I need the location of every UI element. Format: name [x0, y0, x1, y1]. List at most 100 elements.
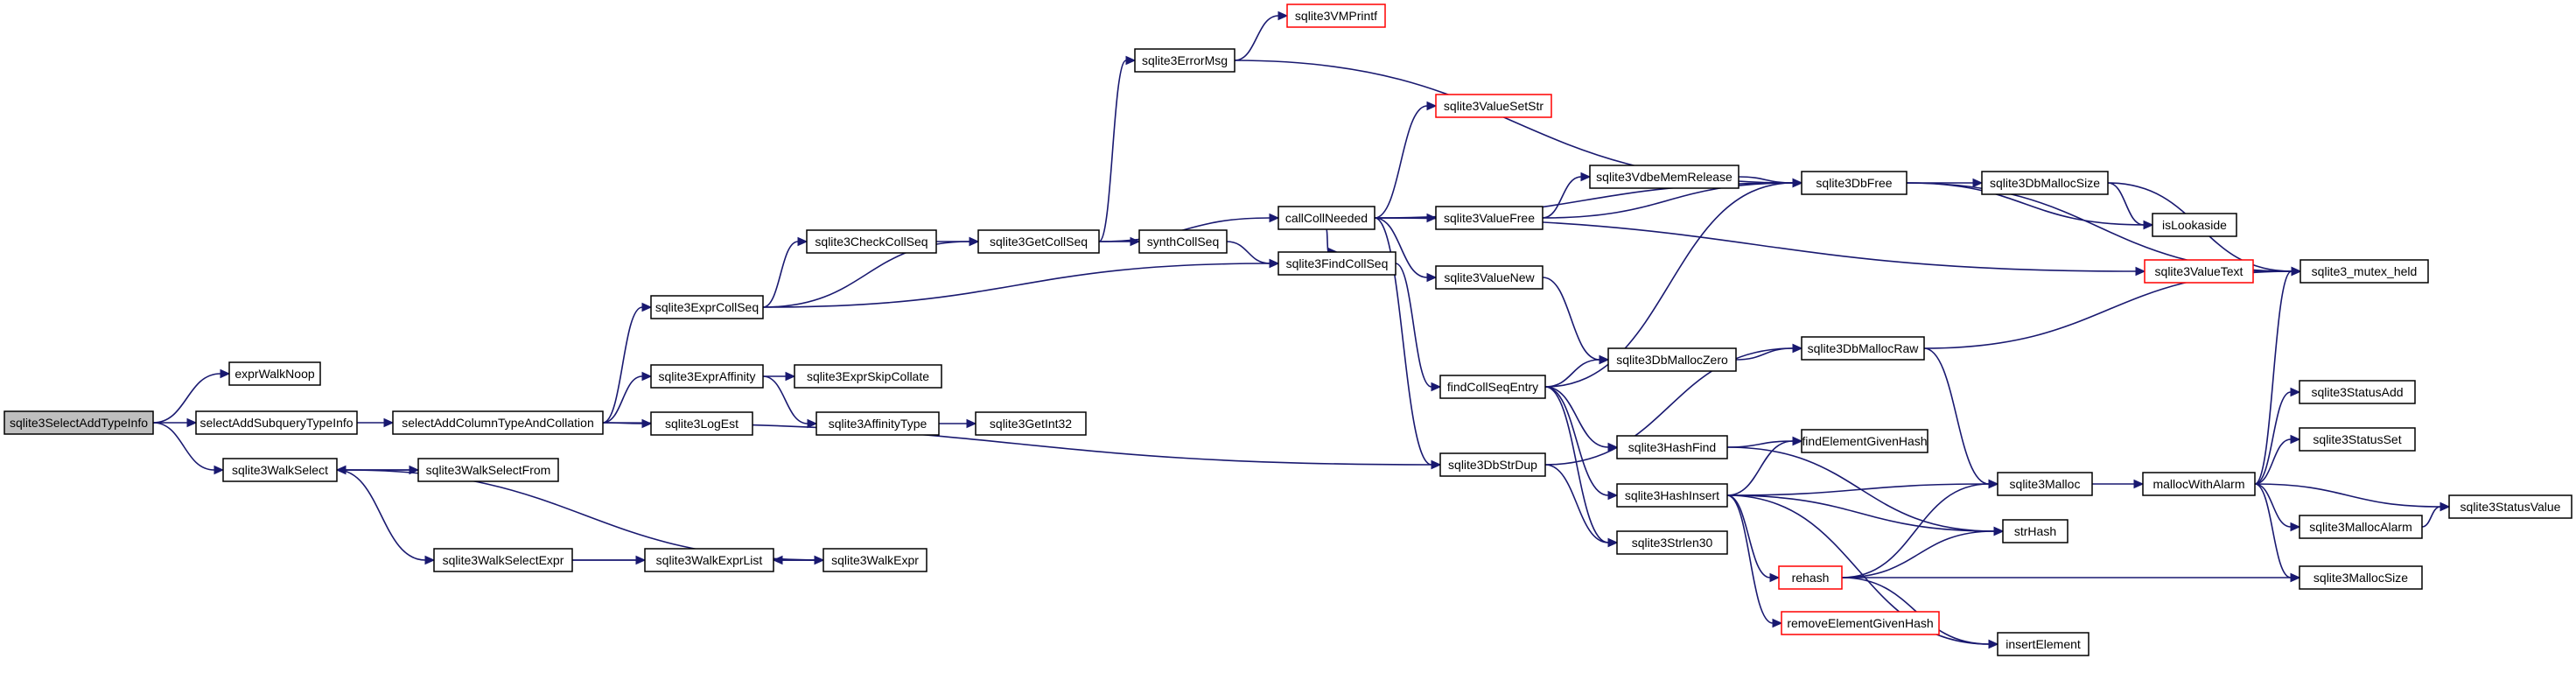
- node-label: sqlite3WalkSelectExpr: [443, 553, 564, 567]
- node-check-coll-seq[interactable]: sqlite3CheckCollSeq: [806, 229, 937, 254]
- node-label: sqlite3MallocSize: [2314, 571, 2408, 585]
- node-label: sqlite3DbStrDup: [1448, 458, 1537, 472]
- node-box: [1801, 171, 1908, 195]
- node-strlen30[interactable]: sqlite3Strlen30: [1616, 530, 1728, 555]
- node-label: sqlite3VdbeMemRelease: [1596, 170, 1732, 184]
- node-value-new[interactable]: sqlite3ValueNew: [1435, 265, 1544, 290]
- node-walk-select[interactable]: sqlite3WalkSelect: [222, 458, 338, 482]
- node-status-add[interactable]: sqlite3StatusAdd: [2299, 380, 2416, 404]
- node-select-add-subquery[interactable]: selectAddSubqueryTypeInfo: [195, 410, 358, 435]
- node-label: sqlite3DbMallocZero: [1616, 353, 1728, 367]
- node-label: sqlite3StatusSet: [2313, 432, 2401, 446]
- node-is-lookaside[interactable]: isLookaside: [2152, 213, 2237, 237]
- edge-rehash-to-insert-element: [1841, 577, 1999, 649]
- node-label: selectAddSubqueryTypeInfo: [200, 416, 353, 430]
- node-insert-element[interactable]: insertElement: [1997, 632, 2090, 656]
- call-graph-nodes: sqlite3SelectAddTypeInfo exprWalkNoop sele…: [4, 4, 2572, 656]
- node-coll-needed[interactable]: callCollNeeded: [1278, 206, 1376, 230]
- node-expr-walk-noop[interactable]: exprWalkNoop: [228, 361, 321, 386]
- node-select-add-type-info[interactable]: sqlite3SelectAddTypeInfo: [4, 410, 154, 435]
- edge-coll-needed-to-value-new: [1374, 217, 1438, 283]
- node-get-coll-seq[interactable]: sqlite3GetCollSeq: [977, 229, 1100, 254]
- node-expr-coll-seq[interactable]: sqlite3ExprCollSeq: [650, 295, 764, 319]
- node-label: sqlite3Malloc: [2010, 477, 2081, 491]
- node-hash-find[interactable]: sqlite3HashFind: [1616, 435, 1728, 459]
- node-expr-affinity[interactable]: sqlite3ExprAffinity: [650, 364, 764, 389]
- node-label: sqlite3_mutex_held: [2312, 264, 2418, 278]
- node-malloc-with-alarm[interactable]: mallocWithAlarm: [2142, 472, 2256, 496]
- edge-select-add-subquery-to-select-add-column: [356, 417, 395, 428]
- node-box: [1435, 94, 1552, 118]
- node-hash-insert[interactable]: sqlite3HashInsert: [1616, 483, 1728, 508]
- node-box: [1616, 483, 1728, 508]
- node-rehash[interactable]: rehash: [1778, 565, 1843, 590]
- node-box: [2152, 213, 2237, 237]
- node-label: sqlite3SelectAddTypeInfo: [10, 416, 148, 430]
- edge-value-free-to-vdbe-mem-release: [1542, 172, 1592, 219]
- node-status-value[interactable]: sqlite3StatusValue: [2448, 494, 2572, 519]
- node-box: [644, 548, 774, 572]
- node-label: synthCollSeq: [1147, 235, 1220, 249]
- node-box: [650, 411, 753, 436]
- node-label: sqlite3ValueNew: [1444, 270, 1535, 284]
- node-select-add-column[interactable]: selectAddColumnTypeAndCollation: [392, 410, 604, 435]
- edge-db-malloc-zero-to-db-malloc-raw: [1735, 343, 1803, 361]
- node-log-est[interactable]: sqlite3LogEst: [650, 411, 753, 436]
- node-vdbe-mem-release[interactable]: sqlite3VdbeMemRelease: [1589, 165, 1740, 189]
- node-label: sqlite3HashInsert: [1625, 488, 1719, 502]
- edge-select-add-type-info-to-expr-walk-noop: [152, 368, 231, 424]
- node-db-malloc-raw[interactable]: sqlite3DbMallocRaw: [1801, 336, 1925, 361]
- node-box: [1607, 347, 1737, 372]
- node-get-int32[interactable]: sqlite3GetInt32: [975, 411, 1087, 436]
- node-value-text[interactable]: sqlite3ValueText: [2144, 259, 2254, 284]
- node-box: [1778, 565, 1843, 590]
- node-find-coll-seq[interactable]: sqlite3FindCollSeq: [1278, 251, 1396, 276]
- node-remove-element[interactable]: removeElementGivenHash: [1781, 611, 1940, 635]
- node-walk-select-from[interactable]: sqlite3WalkSelectFrom: [417, 458, 559, 482]
- node-expr-skip-collate[interactable]: sqlite3ExprSkipCollate: [794, 364, 942, 389]
- node-db-malloc-zero[interactable]: sqlite3DbMallocZero: [1607, 347, 1737, 372]
- node-box: [195, 410, 358, 435]
- node-box: [1616, 530, 1728, 555]
- node-db-malloc-size[interactable]: sqlite3DbMallocSize: [1981, 171, 2109, 195]
- node-affinity-type[interactable]: sqlite3AffinityType: [816, 411, 940, 436]
- node-value-free[interactable]: sqlite3ValueFree: [1435, 206, 1544, 230]
- node-mutex-held[interactable]: sqlite3_mutex_held: [2300, 259, 2429, 284]
- node-label: sqlite3WalkExpr: [831, 553, 919, 567]
- node-value-set-str[interactable]: sqlite3ValueSetStr: [1435, 94, 1552, 118]
- node-malloc-alarm[interactable]: sqlite3MallocAlarm: [2299, 515, 2423, 539]
- node-box: [433, 548, 573, 572]
- node-box: [2300, 259, 2429, 284]
- node-status-set[interactable]: sqlite3StatusSet: [2299, 427, 2416, 452]
- node-label: sqlite3ValueSetStr: [1444, 99, 1544, 113]
- node-walk-expr-list[interactable]: sqlite3WalkExprList: [644, 548, 774, 572]
- node-malloc-size[interactable]: sqlite3MallocSize: [2299, 565, 2423, 590]
- node-box: [1435, 206, 1544, 230]
- node-label: rehash: [1792, 571, 1830, 585]
- node-walk-select-expr[interactable]: sqlite3WalkSelectExpr: [433, 548, 573, 572]
- node-label: sqlite3ValueText: [2155, 264, 2244, 278]
- node-synth-coll-seq[interactable]: synthCollSeq: [1138, 229, 1228, 254]
- edge-malloc-with-alarm-to-status-value: [2254, 483, 2451, 512]
- edge-db-str-dup-to-strlen30: [1544, 464, 1619, 548]
- node-find-element-given-hash[interactable]: findElementGivenHash: [1801, 429, 1928, 453]
- node-walk-expr[interactable]: sqlite3WalkExpr: [822, 548, 928, 572]
- node-label: sqlite3StatusAdd: [2311, 385, 2403, 399]
- node-box: [2002, 519, 2068, 543]
- node-label: exprWalkNoop: [234, 367, 315, 381]
- node-malloc[interactable]: sqlite3Malloc: [1997, 472, 2093, 496]
- node-box: [1439, 452, 1546, 477]
- node-vmprintf[interactable]: sqlite3VMPrintf: [1286, 4, 1386, 28]
- node-box: [1435, 265, 1544, 290]
- node-str-hash[interactable]: strHash: [2002, 519, 2068, 543]
- node-db-free[interactable]: sqlite3DbFree: [1801, 171, 1908, 195]
- node-label: sqlite3LogEst: [665, 417, 738, 431]
- node-db-str-dup[interactable]: sqlite3DbStrDup: [1439, 452, 1546, 477]
- node-label: findCollSeqEntry: [1447, 380, 1538, 394]
- node-error-msg[interactable]: sqlite3ErrorMsg: [1134, 48, 1236, 73]
- edge-rehash-to-str-hash: [1841, 526, 2005, 578]
- node-box: [1997, 632, 2090, 656]
- edge-db-malloc-size-to-is-lookaside: [2107, 182, 2154, 230]
- node-find-coll-seq-entry[interactable]: findCollSeqEntry: [1439, 375, 1546, 399]
